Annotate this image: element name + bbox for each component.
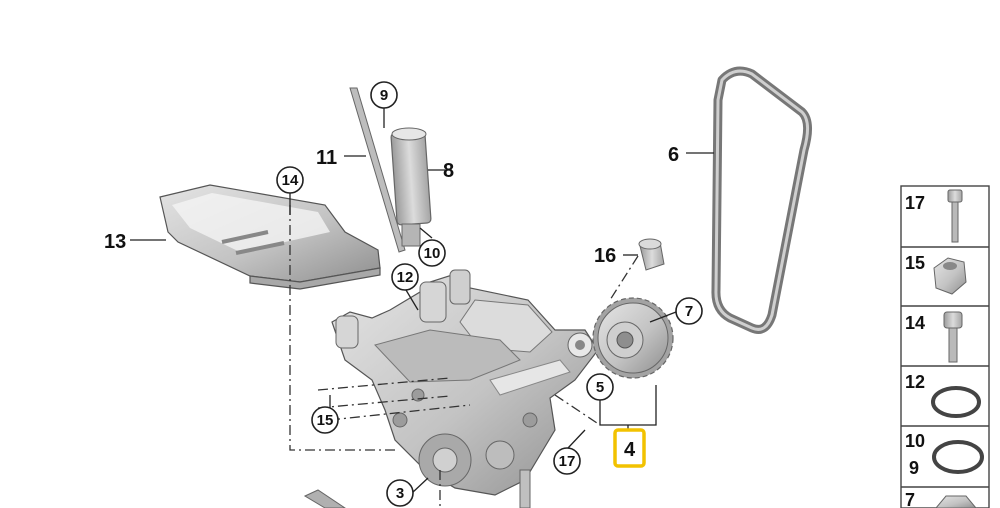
sleeve-part: [390, 130, 432, 226]
callout-14: 14: [282, 172, 299, 189]
suction-pipe-part: [303, 469, 531, 508]
callout-3: 3: [396, 485, 404, 502]
callout-10: 10: [424, 245, 441, 262]
plug-part: [638, 238, 665, 271]
callout-13: 13: [104, 231, 126, 253]
highlight-box[interactable]: [613, 428, 646, 468]
bolt-icon: [947, 189, 963, 243]
side-label-12: 12: [905, 372, 925, 392]
callout-8: 8: [443, 160, 454, 182]
callout-5: 5: [596, 379, 604, 396]
o-ring-icon: [931, 386, 981, 418]
callout-7: 7: [685, 303, 693, 320]
side-label-15: 15: [905, 253, 925, 273]
o-ring-icon: [932, 440, 984, 474]
callout-17: 17: [559, 453, 576, 470]
bolt-icon: [943, 311, 963, 363]
dipstick-tube-part: [349, 87, 432, 253]
callout-15: 15: [317, 412, 334, 429]
baffle-plate-part: [159, 184, 381, 290]
oil-pump-housing-part: [331, 269, 599, 496]
callout-12: 12: [397, 269, 414, 286]
callout-9: 9: [380, 87, 388, 104]
callout-11: 11: [316, 147, 337, 169]
callout-16: 16: [594, 245, 616, 267]
side-label-17: 17: [905, 193, 925, 213]
callout-6: 6: [668, 144, 679, 166]
callout-4: 4: [624, 439, 636, 461]
small-parts-panel: 17 15 14 12 10 9 7: [900, 185, 990, 508]
side-label-9: 9: [909, 458, 919, 478]
side-label-10: 10: [905, 431, 925, 451]
sprocket-part: [592, 297, 674, 379]
side-label-14: 14: [905, 313, 925, 333]
side-label-7: 7: [905, 490, 915, 508]
nut-icon: [933, 257, 967, 295]
drive-chain-part: [711, 66, 812, 334]
nut-icon: [935, 495, 977, 508]
